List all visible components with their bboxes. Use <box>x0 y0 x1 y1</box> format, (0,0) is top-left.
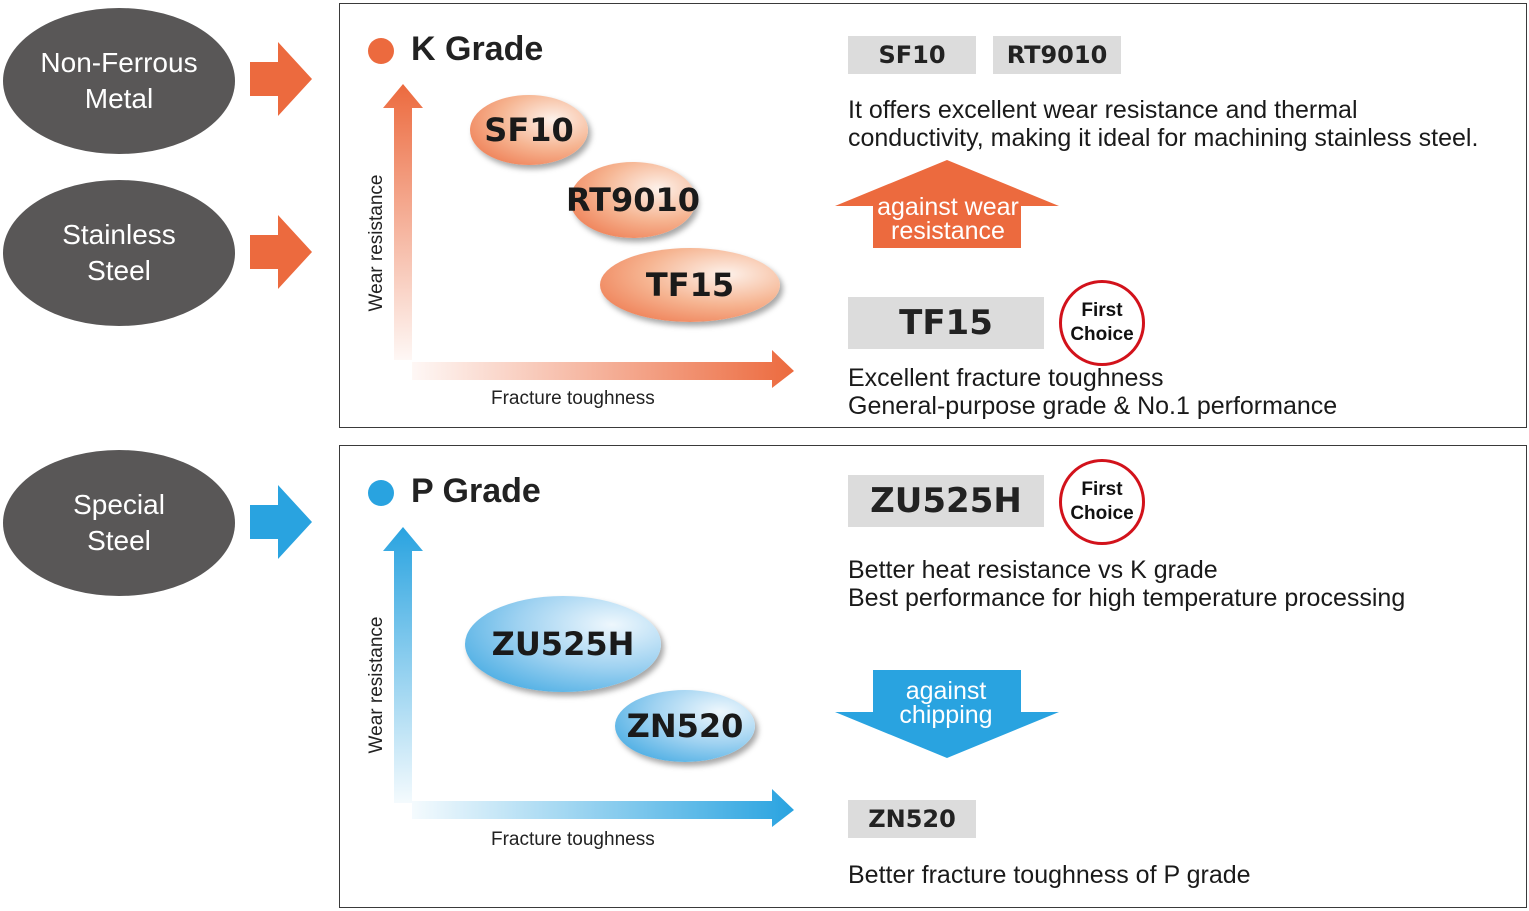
k-up-arrow-text: against wear resistance <box>877 193 1019 245</box>
arrow-stainless-to-k <box>250 215 312 289</box>
k-tag-rt9010: RT9010 <box>993 36 1121 74</box>
material-special-steel: Special Steel <box>3 450 235 596</box>
arrow-non-ferrous-to-k <box>250 42 312 116</box>
k-tag-sf10: SF10 <box>848 36 976 74</box>
p-grade-axes <box>383 527 794 827</box>
p-grade-y-axis-label: Wear resistance <box>366 616 387 754</box>
k-first-choice-badge: First Choice <box>1059 280 1145 366</box>
k-grade-y-axis-label: Wear resistance <box>366 174 387 312</box>
p-tag-zn520: ZN520 <box>848 800 976 838</box>
p-tag-zu525h: ZU525H <box>848 475 1044 527</box>
k-up-arrow <box>835 160 1059 248</box>
p-bottom-description: Better fracture toughness of P grade <box>848 861 1251 889</box>
p-grade-x-axis-label: Fracture toughness <box>491 829 655 850</box>
p-bubble-zu525h: ZU525H <box>465 596 661 692</box>
p-down-arrow-text: against chipping <box>899 677 993 729</box>
k-grade-title: K Grade <box>411 30 544 68</box>
k-top-description-line1: It offers excellent wear resistance and … <box>848 96 1358 124</box>
k-grade-dot <box>368 38 394 64</box>
p-down-arrow <box>835 670 1059 758</box>
p-grade-title: P Grade <box>411 472 541 510</box>
k-main-description-line1: Excellent fracture toughness <box>848 364 1164 392</box>
k-main-description-line2: General-purpose grade & No.1 performance <box>848 392 1338 420</box>
p-main-description-line1: Better heat resistance vs K grade <box>848 556 1218 584</box>
p-main-description-line2: Best performance for high temperature pr… <box>848 584 1406 612</box>
k-top-description-line2: conductivity, making it ideal for machin… <box>848 124 1479 152</box>
k-bubble-sf10: SF10 <box>470 95 588 165</box>
k-grade-axes <box>383 84 794 388</box>
p-bubble-zn520: ZN520 <box>615 690 755 762</box>
material-stainless-steel: Stainless Steel <box>3 180 235 326</box>
k-grade-x-axis-label: Fracture toughness <box>491 388 655 409</box>
arrow-special-to-p <box>250 485 312 559</box>
k-tag-tf15: TF15 <box>848 297 1044 349</box>
p-grade-dot <box>368 480 394 506</box>
material-non-ferrous: Non-Ferrous Metal <box>3 8 235 154</box>
k-bubble-tf15: TF15 <box>600 248 780 322</box>
k-bubble-rt9010: RT9010 <box>566 162 700 238</box>
p-first-choice-badge: First Choice <box>1059 459 1145 545</box>
